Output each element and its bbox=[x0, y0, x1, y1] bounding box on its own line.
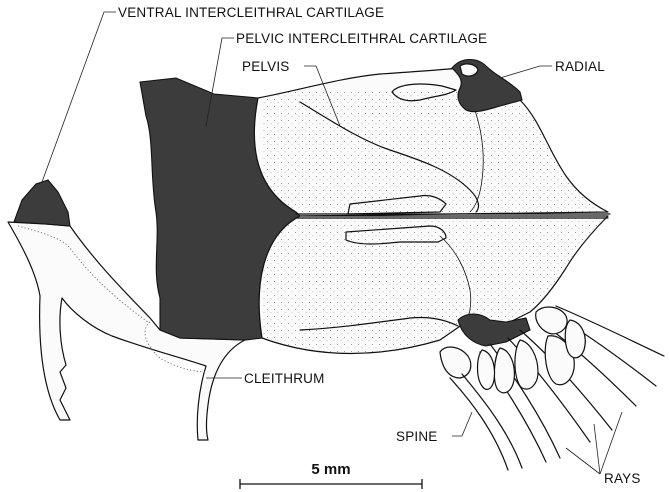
pelvis-lower-half bbox=[259, 216, 608, 356]
label-radial: RADIAL bbox=[555, 59, 605, 74]
label-pelvic-intercleithral-cartilage: PELVIC INTERCLEITHRAL CARTILAGE bbox=[236, 31, 487, 46]
label-spine: SPINE bbox=[396, 429, 438, 444]
scale-bar: 5 mm bbox=[240, 461, 422, 489]
label-ventral-intercleithral-cartilage: VENTRAL INTERCLEITHRAL CARTILAGE bbox=[118, 5, 384, 20]
ventral-intercleithral-cartilage bbox=[14, 180, 70, 226]
label-rays: RAYS bbox=[604, 471, 641, 486]
scale-bar-label: 5 mm bbox=[311, 461, 350, 478]
label-cleithrum: CLEITHRUM bbox=[244, 371, 325, 386]
label-pelvis: PELVIS bbox=[242, 59, 289, 74]
pelvis-upper-half bbox=[254, 68, 608, 216]
radial-process bbox=[460, 64, 478, 76]
